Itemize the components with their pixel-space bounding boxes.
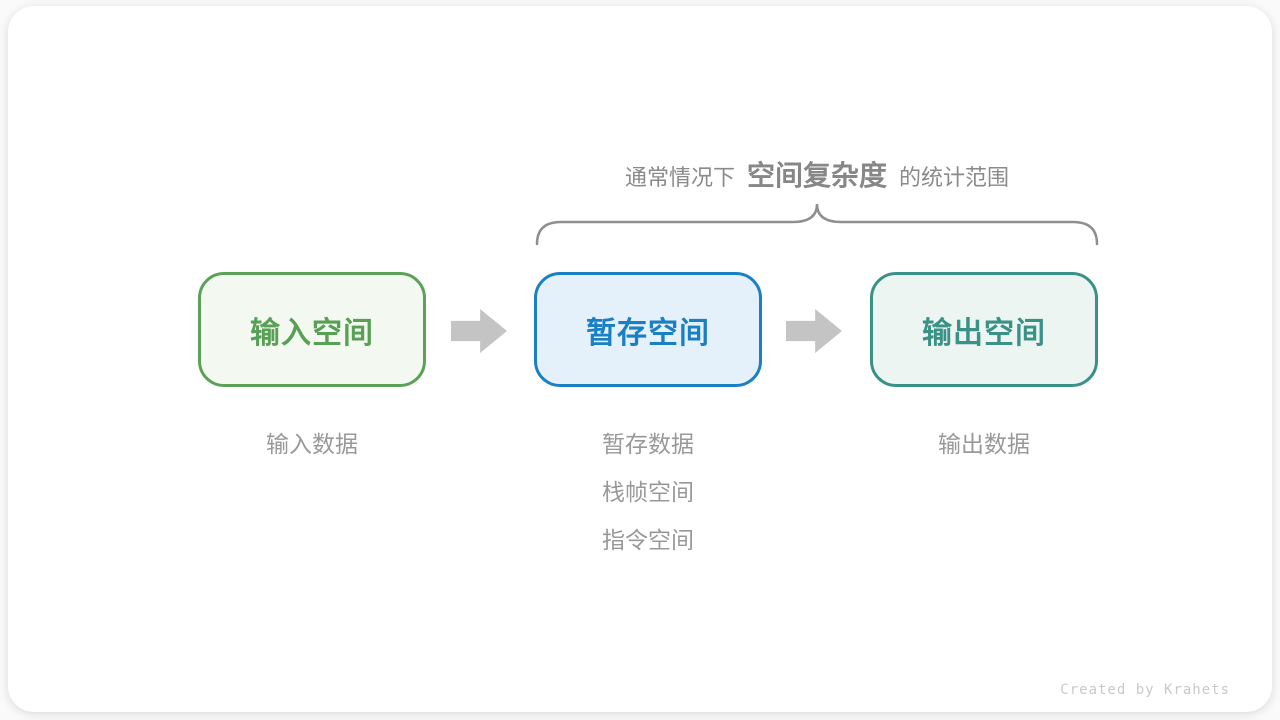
arrow-right-icon xyxy=(451,309,507,353)
annotation-suffix: 的统计范围 xyxy=(899,165,1010,190)
diagram-card: 通常情况下空间复杂度的统计范围 输入空间 暂存空间 输出空间 输入数据 暂存数据… xyxy=(8,6,1272,712)
note-item: 暂存数据 xyxy=(602,431,694,457)
credit-text: Created by Krahets xyxy=(1060,682,1230,698)
scope-annotation: 通常情况下空间复杂度的统计范围 xyxy=(535,154,1099,194)
arrow-right-icon xyxy=(786,309,842,353)
annotation-highlight: 空间复杂度 xyxy=(746,160,887,191)
input-space-box: 输入空间 xyxy=(198,272,426,387)
temp-notes: 暂存数据 栈帧空间 指令空间 xyxy=(534,420,762,564)
note-item: 指令空间 xyxy=(602,527,694,553)
output-notes: 输出数据 xyxy=(870,420,1098,468)
annotation-prefix: 通常情况下 xyxy=(624,165,735,190)
input-space-label: 输入空间 xyxy=(250,316,374,350)
temp-space-label: 暂存空间 xyxy=(586,316,710,350)
output-space-box: 输出空间 xyxy=(870,272,1098,387)
note-item: 输入数据 xyxy=(266,431,358,457)
temp-space-box: 暂存空间 xyxy=(534,272,762,387)
note-item: 输出数据 xyxy=(938,431,1030,457)
curly-brace-icon xyxy=(535,203,1099,246)
input-notes: 输入数据 xyxy=(198,420,426,468)
note-item: 栈帧空间 xyxy=(602,479,694,505)
output-space-label: 输出空间 xyxy=(922,316,1046,350)
